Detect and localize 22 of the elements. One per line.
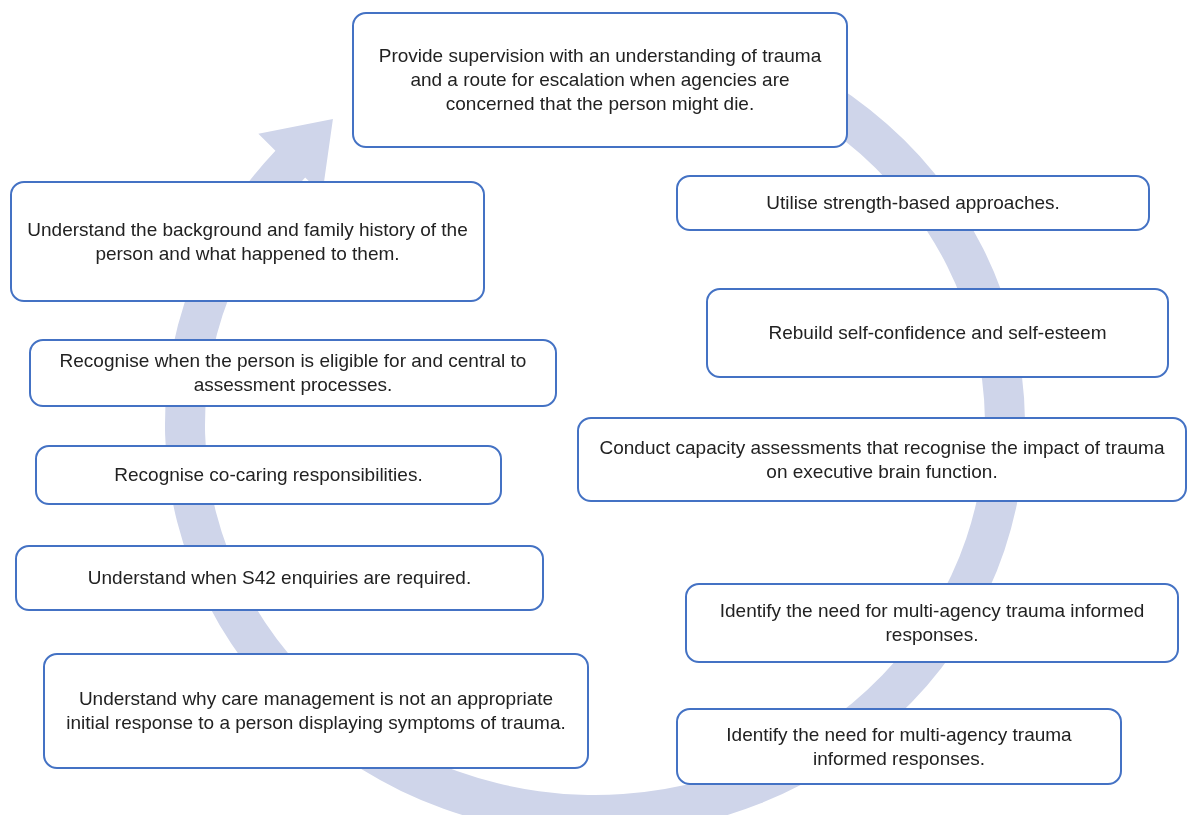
step-text: Recognise when the person is eligible for and central to assessment processes.	[58, 349, 528, 397]
step-box	[29, 339, 557, 407]
step-box	[685, 583, 1179, 663]
step-box	[43, 653, 589, 769]
step-box	[706, 288, 1169, 378]
step-text: Understand why care management is not an appropriate initial response to a person displaying symptoms of trauma.	[65, 687, 567, 735]
step-text: Identify the need for multi-agency trauma informed responses.	[725, 722, 1073, 771]
step-text: Rebuild self-confidence and self-esteem	[768, 321, 1107, 345]
step-box	[10, 181, 485, 302]
step-box	[15, 545, 544, 611]
step-box	[35, 445, 502, 505]
step-text: Utilise strength-based approaches.	[766, 191, 1060, 215]
step-text: Identify the need for multi-agency trauma informed responses.	[718, 599, 1146, 647]
step-text: Recognise co-caring responsibilities.	[114, 463, 423, 487]
step-text: Conduct capacity assessments that recognise the impact of trauma on executive brain function.	[598, 435, 1166, 484]
step-text: Provide supervision with an understanding of trauma and a route for escalation when agencies are concerned that the person might die.	[377, 44, 823, 116]
step-box	[577, 417, 1187, 502]
step-box	[676, 175, 1150, 231]
step-text: Understand when S42 enquiries are required.	[87, 566, 472, 590]
step-text: Understand the background and family history of the person and what happened to them.	[26, 217, 469, 266]
step-box	[676, 708, 1122, 785]
step-box	[352, 12, 848, 148]
